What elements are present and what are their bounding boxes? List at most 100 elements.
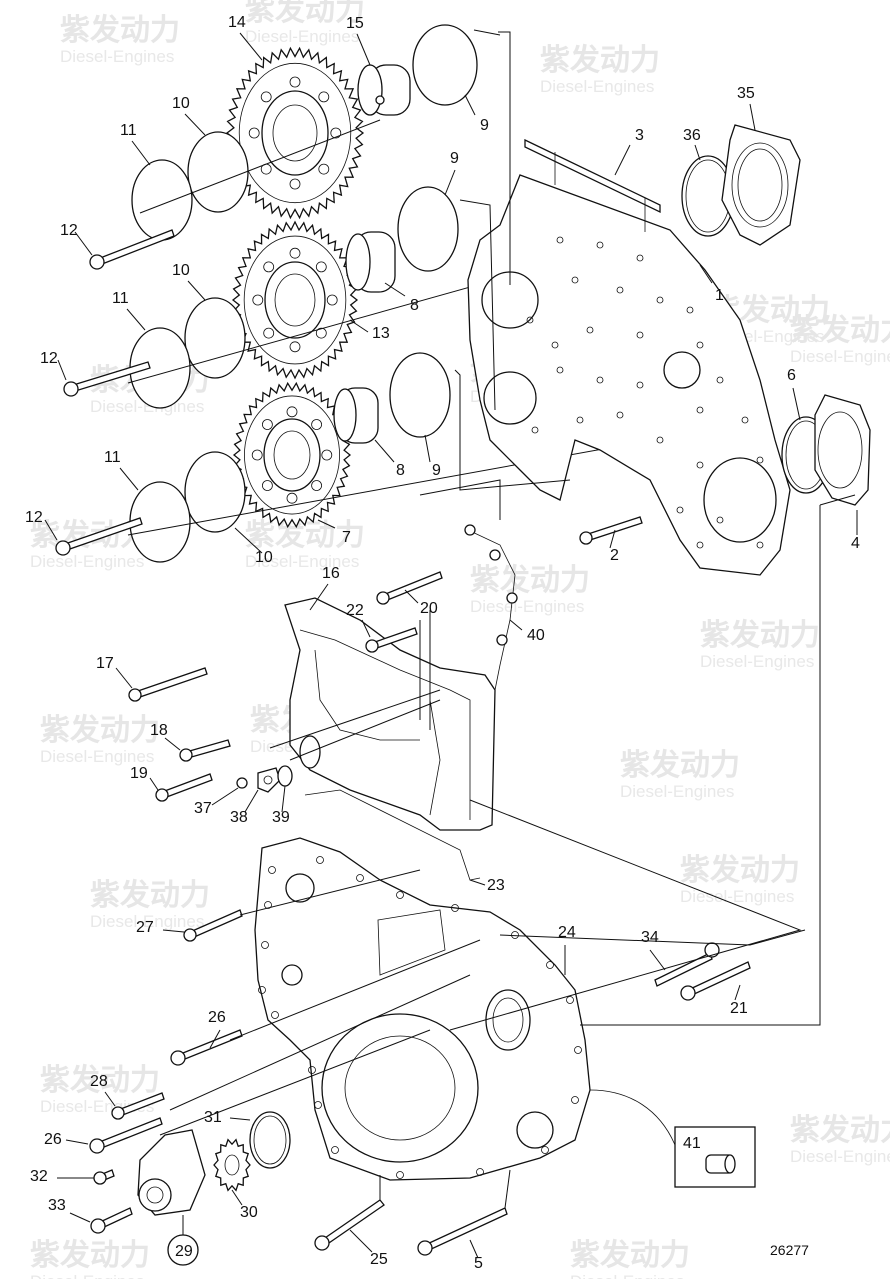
callout-31: 31 [204,1109,222,1126]
plate-9-top [412,24,478,106]
callout-leader [384,282,406,297]
plate-11-top [131,159,193,241]
callout-leader [404,589,419,604]
callout-10: 10 [255,549,273,566]
plate-hole-large [703,457,777,543]
washer-37 [236,777,248,789]
callout-leader [209,1029,221,1049]
callout-9: 9 [450,150,459,167]
watermark-cn: 紫发动力 [245,0,365,28]
callout-9: 9 [432,462,441,479]
cover-35 [721,124,801,246]
callout-leader [231,1189,243,1206]
callout-leader [281,785,286,813]
callout-8: 8 [410,297,419,314]
washer-10-middle [184,297,246,379]
callout-leader [119,467,139,491]
callout-35: 35 [737,85,755,102]
callout-leader [126,308,146,331]
callout-leader [792,387,801,421]
callout-10: 10 [172,262,190,279]
watermark-en: Diesel-Engines [30,1272,144,1279]
gear-30 [213,1138,251,1192]
watermark-en: Diesel-Engines [470,597,584,616]
callout-11: 11 [112,290,129,307]
gear-14-hub [261,90,329,176]
callout-29: 29 [175,1243,193,1260]
callout-leader [609,529,616,549]
hub-15 [357,64,411,116]
callout-5: 5 [474,1255,483,1272]
bolt-21 [680,961,751,1001]
callout-34: 34 [641,929,659,946]
bolt-12-middle [63,361,151,397]
watermark-cn: 紫发动力 [790,1113,890,1148]
watermark-en: Diesel-Engines [30,552,144,571]
seal-39 [277,765,293,787]
callout-leader [162,929,185,933]
callout-36: 36 [683,127,701,144]
bolt-25 [314,1199,385,1251]
plate-hole-small [663,351,701,389]
watermark-en: Diesel-Engines [570,1272,684,1279]
plate-bolt-holes [526,236,764,549]
pump-29 [137,1129,206,1216]
middle-gear-assembly [63,186,596,409]
callout-30: 30 [240,1204,258,1221]
watermark-en: Diesel-Engines [700,652,814,671]
callout-leader [229,1117,251,1121]
callout-leader [469,1239,479,1259]
callout-leader [244,789,259,813]
bolt-12-lower [55,517,143,556]
callout-28: 28 [90,1073,108,1090]
sleeve-41 [705,1154,736,1174]
callout-25: 25 [370,1251,388,1268]
washer-10-top [187,131,249,213]
callout-leader [164,737,181,751]
bolt-17 [128,667,208,702]
callout-leader [649,949,666,971]
callout-23: 23 [487,877,505,894]
watermark-cn: 紫发动力 [90,878,210,913]
callout-26: 26 [44,1131,62,1148]
callout-8: 8 [396,462,405,479]
callout-13: 13 [372,325,390,342]
plate-9-middle [397,186,459,272]
watermark-en: Diesel-Engines [90,912,204,931]
callout-leader [211,787,239,806]
callout-leader [65,1139,89,1145]
callout-leader [57,359,67,381]
callout-leader [349,319,369,333]
watermark-cn: 紫发动力 [700,618,820,653]
o-ring-31 [249,1111,291,1169]
watermark-cn: 紫发动力 [790,313,890,348]
callout-32: 32 [30,1168,48,1185]
gasket-40 [464,524,518,691]
callout-33: 33 [48,1197,66,1214]
callout-leader [187,280,206,301]
callout-12: 12 [60,222,78,239]
bolt-19 [155,773,213,802]
timing-cover-16 [284,597,496,831]
callout-11: 11 [104,449,121,466]
callout-leader [694,144,701,161]
lower-gear-assembly [55,352,681,563]
watermark-en: Diesel-Engines [790,347,890,366]
bolt-5 [417,1207,508,1256]
watermark-en: Diesel-Engines [245,552,359,571]
callout-18: 18 [150,722,168,739]
callout-leader [749,103,756,131]
bolt-32 [93,1169,115,1185]
bolt-26-upper [170,1029,243,1066]
callout-10: 10 [172,95,190,112]
callout-7: 7 [342,529,351,546]
reference-lines [159,29,856,1209]
callout-2: 2 [610,547,619,564]
callout-24: 24 [558,924,576,941]
callout-17: 17 [96,655,114,672]
callout-leader [69,1212,91,1223]
callout-37: 37 [194,800,212,817]
plate-9-lower [389,352,451,438]
callout-leader [464,94,476,116]
callout-leader [104,1091,116,1107]
